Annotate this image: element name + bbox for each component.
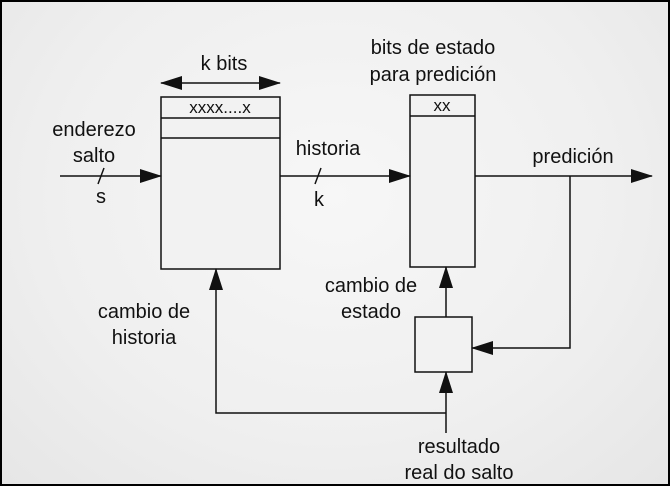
k-label: k <box>314 189 324 211</box>
update-logic-box <box>414 316 473 373</box>
state-table-box <box>409 94 476 268</box>
s-label: s <box>96 186 106 208</box>
prediction-feedback-line <box>471 176 571 355</box>
state-bits-label-1: bits de estado <box>370 37 496 59</box>
address-label-2: salto <box>72 145 116 167</box>
history-label: historia <box>295 138 361 160</box>
result-label-2: real do salto <box>404 462 514 484</box>
address-label-1: enderezo <box>52 119 136 141</box>
state-row-bits: xx <box>433 96 451 115</box>
history-change-line <box>209 268 446 414</box>
history-change-label-2: historia <box>111 327 177 349</box>
history-row-bits: xxxx....x <box>189 98 251 117</box>
k-bits-label: k bits <box>200 53 248 75</box>
state-change-label-2: estado <box>340 301 402 323</box>
state-change-label-1: cambio de <box>324 275 418 297</box>
result-label-1: resultado <box>417 436 501 458</box>
state-bits-label-2: para predición <box>369 64 497 86</box>
history-table-box <box>160 96 281 270</box>
prediction-label: predición <box>532 146 614 168</box>
history-change-label-1: cambio de <box>97 301 191 323</box>
